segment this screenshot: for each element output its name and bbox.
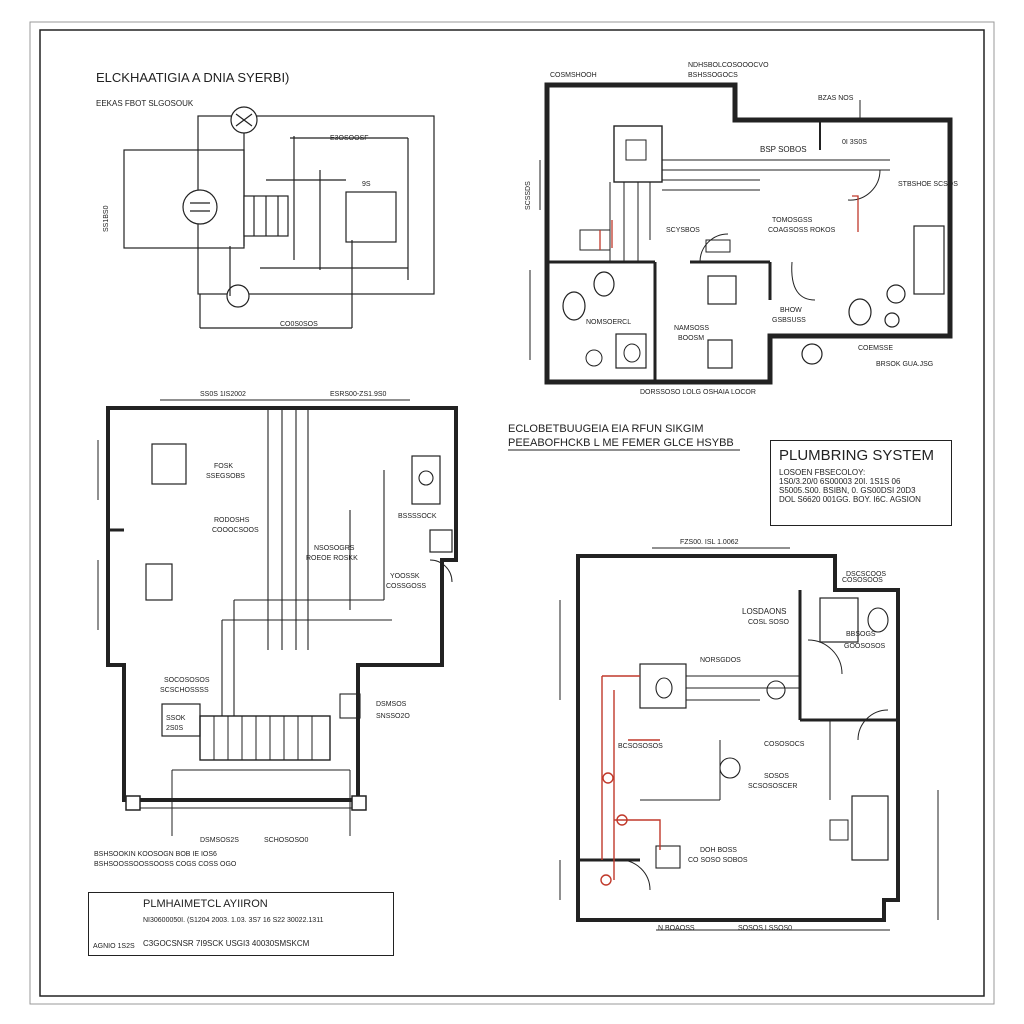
- bl-label-u: BSHSOOSSOOSSOOSS COGS COSS OGO: [94, 861, 237, 868]
- br-label-m: DOH BOSS: [700, 847, 737, 854]
- bl-label-m: SCSCHOSSSS: [160, 687, 209, 694]
- br-label-p: SOSOS LSSOS0: [738, 925, 792, 932]
- top-right-floorplan: [529, 82, 953, 385]
- middle-title-2: PEEABOFHCKB L ME FEMER GLCE HSYBB: [508, 437, 734, 449]
- bl-label-q: SNSSO2O: [376, 713, 410, 720]
- bl-label-c: FOSK: [214, 463, 233, 470]
- tr-label-g: SCYSBOS: [666, 227, 700, 234]
- bl-label-d: SSEGSOBS: [206, 473, 245, 480]
- br-label-f: NORSGDOS: [700, 657, 741, 664]
- tr-label-q: BRSOK GUA.JSG: [876, 361, 933, 368]
- br-label-k: SOSOS: [764, 773, 789, 780]
- br-label-g: BBSOGS: [846, 631, 876, 638]
- br-label-o: N BOAOSS: [658, 925, 695, 932]
- br-label-n: CO SOSO SOBOS: [688, 857, 748, 864]
- tr-label-a: COSMSHOOH: [550, 72, 597, 79]
- bl-label-f: COOOCSOOS: [212, 527, 259, 534]
- bl-label-l: SOCOSOSOS: [164, 677, 210, 684]
- plumbing-system-box: PLUMBRING SYSTEM LOSOEN FBSECOLOY: 1S0/3…: [770, 440, 952, 526]
- label-e3osoosf: E3OSOOSF: [330, 135, 369, 142]
- plumbing-box-line-2: 1S0/3.20/0 6S00003 20I. 1S1S 06: [779, 477, 901, 486]
- bl-label-g: BSSSSOCK: [398, 513, 437, 520]
- bl-label-e: RODOSHS: [214, 517, 250, 524]
- bl-label-t: BSHSOOKIN KOOSOGN BOB IE IOS6: [94, 851, 217, 858]
- tr-label-l: NAMSOSS: [674, 325, 709, 332]
- bottom-left-floorplan: [97, 399, 458, 836]
- br-label-e: COSL SOSO: [748, 619, 790, 626]
- label-9s: 9S: [362, 181, 371, 188]
- tr-label-j: COAGSOSS ROKOS: [768, 227, 836, 234]
- bl-label-p: DSMSOS: [376, 701, 407, 708]
- br-label-l: SCSOSOSCER: [748, 783, 797, 790]
- bl-label-o: 2S0S: [166, 725, 183, 732]
- sheet-border: [29, 21, 995, 1005]
- bl-label-b: ESRS00-ZS1.9S0: [330, 391, 387, 398]
- bl-label-j: YOOSSK: [390, 573, 420, 580]
- br-label-j: COSOSOCS: [764, 741, 805, 748]
- electrical-schematic: [123, 106, 435, 329]
- bl-label-r: DSMSOS2S: [200, 837, 239, 844]
- legend-line-1: NI30600050I. (S1204 2003. 1.03. 3S7 16 S…: [143, 917, 324, 924]
- plumbing-box-line-3: S5005.S00. BSIBN, 0. GS00DSI 20D3: [779, 486, 916, 495]
- tr-label-b: NDHSBOLCOSOOOCVO: [688, 62, 769, 69]
- br-label-a: FZS00. ISL 1.0062: [680, 539, 739, 546]
- bl-label-h: NSOSOGRS: [314, 545, 355, 552]
- label-dim-left: SS1BS0: [103, 205, 110, 232]
- tr-label-s: SCSSDS: [525, 181, 532, 210]
- tr-label-d: BZAS NOS: [818, 95, 854, 102]
- bl-label-i: ROEOE ROSKK: [306, 555, 358, 562]
- bottom-right-red-pipes: [600, 675, 661, 886]
- br-label-i: BCSOSOSOS: [618, 743, 663, 750]
- tr-label-m: BOOSM: [678, 335, 704, 342]
- legend-line-2: C3GOCSNSR 7I9SCK USGI3 40030SMSKCM: [143, 939, 310, 948]
- tr-label-r: DORSSOSO LOLG OSHAIA LOCOR: [640, 389, 756, 396]
- br-label-d: LOSDAONS: [742, 607, 786, 616]
- tr-label-k: NOMSOERCL: [586, 319, 631, 326]
- br-label-b: DSCSCOOS: [846, 571, 886, 578]
- br-label-h: GOOSOSOS: [844, 643, 886, 650]
- plumbing-box-title: PLUMBRING SYSTEM: [779, 447, 935, 464]
- bottom-right-floorplan: [559, 547, 939, 931]
- top-right-red-pipes: [599, 195, 859, 250]
- middle-title-1: ECLOBETBUUGEIA EIA RFUN SIKGIM: [508, 423, 704, 435]
- br-label-c: COSOSOOS: [842, 577, 883, 584]
- tr-label-e: BSP SOBOS: [760, 145, 807, 154]
- legend-logo-text: AGNIO 1S2S: [93, 943, 135, 950]
- tr-label-i: TOMOSGSS: [772, 217, 813, 224]
- tr-label-p: COEMSSE: [858, 345, 893, 352]
- legend-title: PLMHAIMETCL AYIIRON: [143, 898, 268, 910]
- legend-title-block: PLMHAIMETCL AYIIRON NI30600050I. (S1204 …: [88, 892, 394, 956]
- plumbing-box-line-4: DOL S6620 001GG. BOY. I6C. AGSION: [779, 495, 921, 504]
- tr-label-o: GSBSUSS: [772, 317, 806, 324]
- electrical-title: ELCKHAATIGIA A DNIA SYERBI): [96, 70, 289, 85]
- electrical-subtitle: EEKAS FBOT SLGOSOUK: [96, 99, 194, 108]
- bl-label-n: SSOK: [166, 715, 186, 722]
- sheet-inner-border: [39, 29, 985, 997]
- tr-label-h: STBSHOE SCSOS: [898, 181, 958, 188]
- label-co0s0sos: CO0S0SOS: [280, 321, 318, 328]
- plumbing-box-line-1: LOSOEN FBSECOLOY:: [779, 468, 866, 477]
- tr-label-f: 0I 3S0S: [842, 139, 867, 146]
- bl-label-k: COSSGOSS: [386, 583, 426, 590]
- tr-label-n: BHOW: [780, 307, 802, 314]
- bl-label-a: SS0S 1IS2002: [200, 391, 246, 398]
- bl-label-s: SCHOSOSO0: [264, 837, 308, 844]
- tr-label-c: BSHSSOGOCS: [688, 72, 738, 79]
